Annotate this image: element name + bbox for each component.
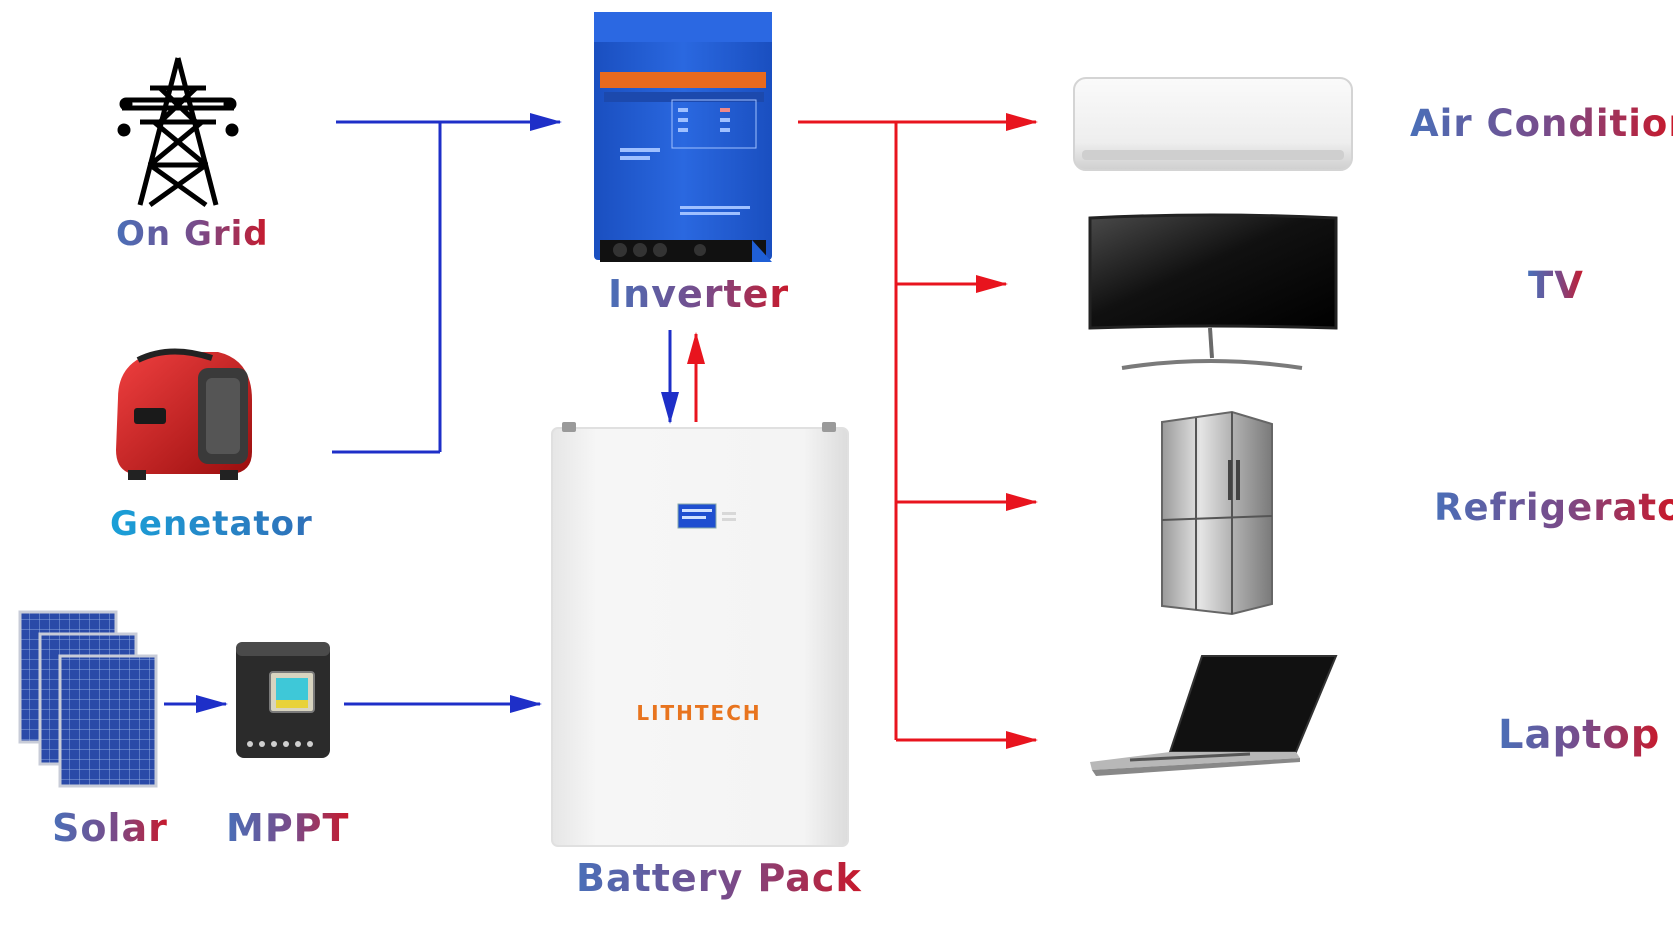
laptop-icon (1090, 655, 1338, 776)
mppt-controller-icon (236, 642, 330, 758)
label-battery-pack: Battery Pack (576, 856, 862, 900)
tv-icon (1088, 213, 1338, 370)
air-conditioner-icon (1073, 77, 1353, 171)
battery-brand-text: LITHTECH (636, 701, 761, 725)
label-solar: Solar (52, 806, 168, 850)
label-on-grid: On Grid (116, 214, 269, 254)
label-air-conditioner: Air Conditioner (1410, 102, 1673, 145)
output-connector-lines (687, 113, 1038, 749)
label-tv: TV (1528, 264, 1584, 307)
solar-panel-icon (18, 610, 158, 788)
label-refrigerator: Refrigerator (1434, 486, 1673, 529)
transmission-tower-icon (117, 57, 239, 208)
portable-generator-icon (116, 348, 252, 480)
label-mppt: MPPT (226, 806, 350, 850)
battery-pack-device: LITHTECH (551, 422, 849, 847)
input-connector-lines (164, 113, 679, 713)
label-generator: Genetator (110, 504, 313, 544)
inverter-device (594, 12, 772, 262)
label-inverter: Inverter (608, 272, 790, 316)
refrigerator-icon (1161, 410, 1273, 616)
label-laptop: Laptop (1498, 712, 1661, 758)
